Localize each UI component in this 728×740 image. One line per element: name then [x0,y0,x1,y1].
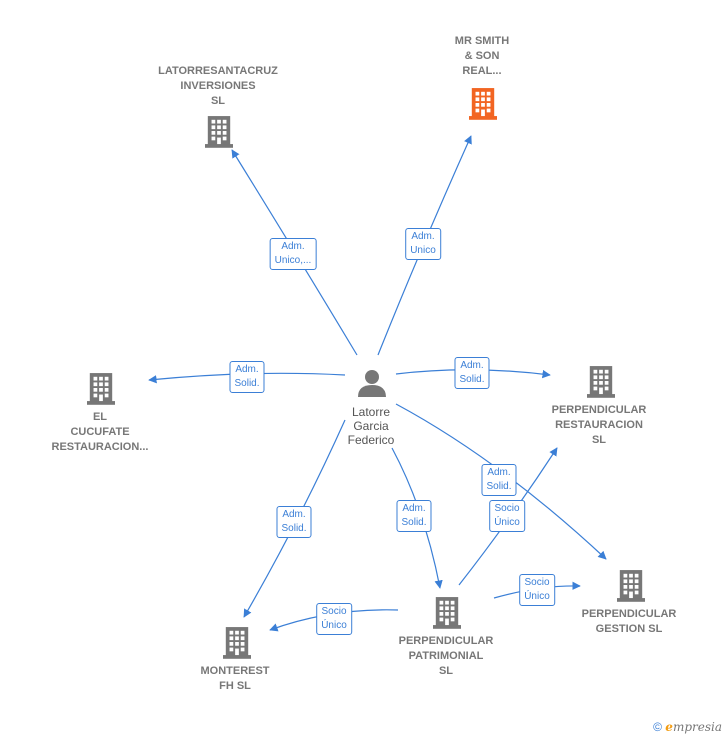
company-label-monterest[interactable]: MONTEREST FH SL [200,665,270,692]
edge-label: Adm.Unico,... [269,238,317,270]
building-icon[interactable] [469,88,497,120]
edge-label: Adm.Solid. [396,500,432,532]
edge-label: Adm.Solid. [454,357,490,389]
building-icon[interactable] [433,597,461,629]
building-icon[interactable] [587,366,615,398]
brand-logo: empresia [665,720,722,734]
company-label-mrsmith[interactable]: MR SMITH & SON REAL... [454,35,510,77]
edge-label: Adm.Solid. [229,361,265,393]
company-label-perp-patrimonial[interactable]: PERPENDICULAR PATRIMONIAL SL [398,635,494,677]
edge-label: Adm.Solid. [481,464,517,496]
footer-brand: © empresia [653,720,722,734]
edge-label: Adm.Unico [405,228,441,260]
person-label[interactable]: Latorre Garcia Federico [347,405,395,447]
person-icon[interactable] [358,370,386,397]
company-label-latorresantacruz[interactable]: LATORRESANTACRUZ INVERSIONES SL [158,65,278,107]
building-icon[interactable] [617,570,645,602]
company-label-perp-restauracion[interactable]: PERPENDICULAR RESTAURACION SL [551,404,647,446]
edge-label: Adm.Solid. [276,506,312,538]
copyright-icon: © [653,720,662,734]
building-icon[interactable] [223,627,251,659]
building-icon[interactable] [87,373,115,405]
edges [148,135,607,632]
building-icon[interactable] [205,116,233,148]
company-label-elcucufate[interactable]: EL CUCUFATE RESTAURACION... [51,411,149,453]
company-label-perp-gestion[interactable]: PERPENDICULAR GESTION SL [581,608,677,635]
